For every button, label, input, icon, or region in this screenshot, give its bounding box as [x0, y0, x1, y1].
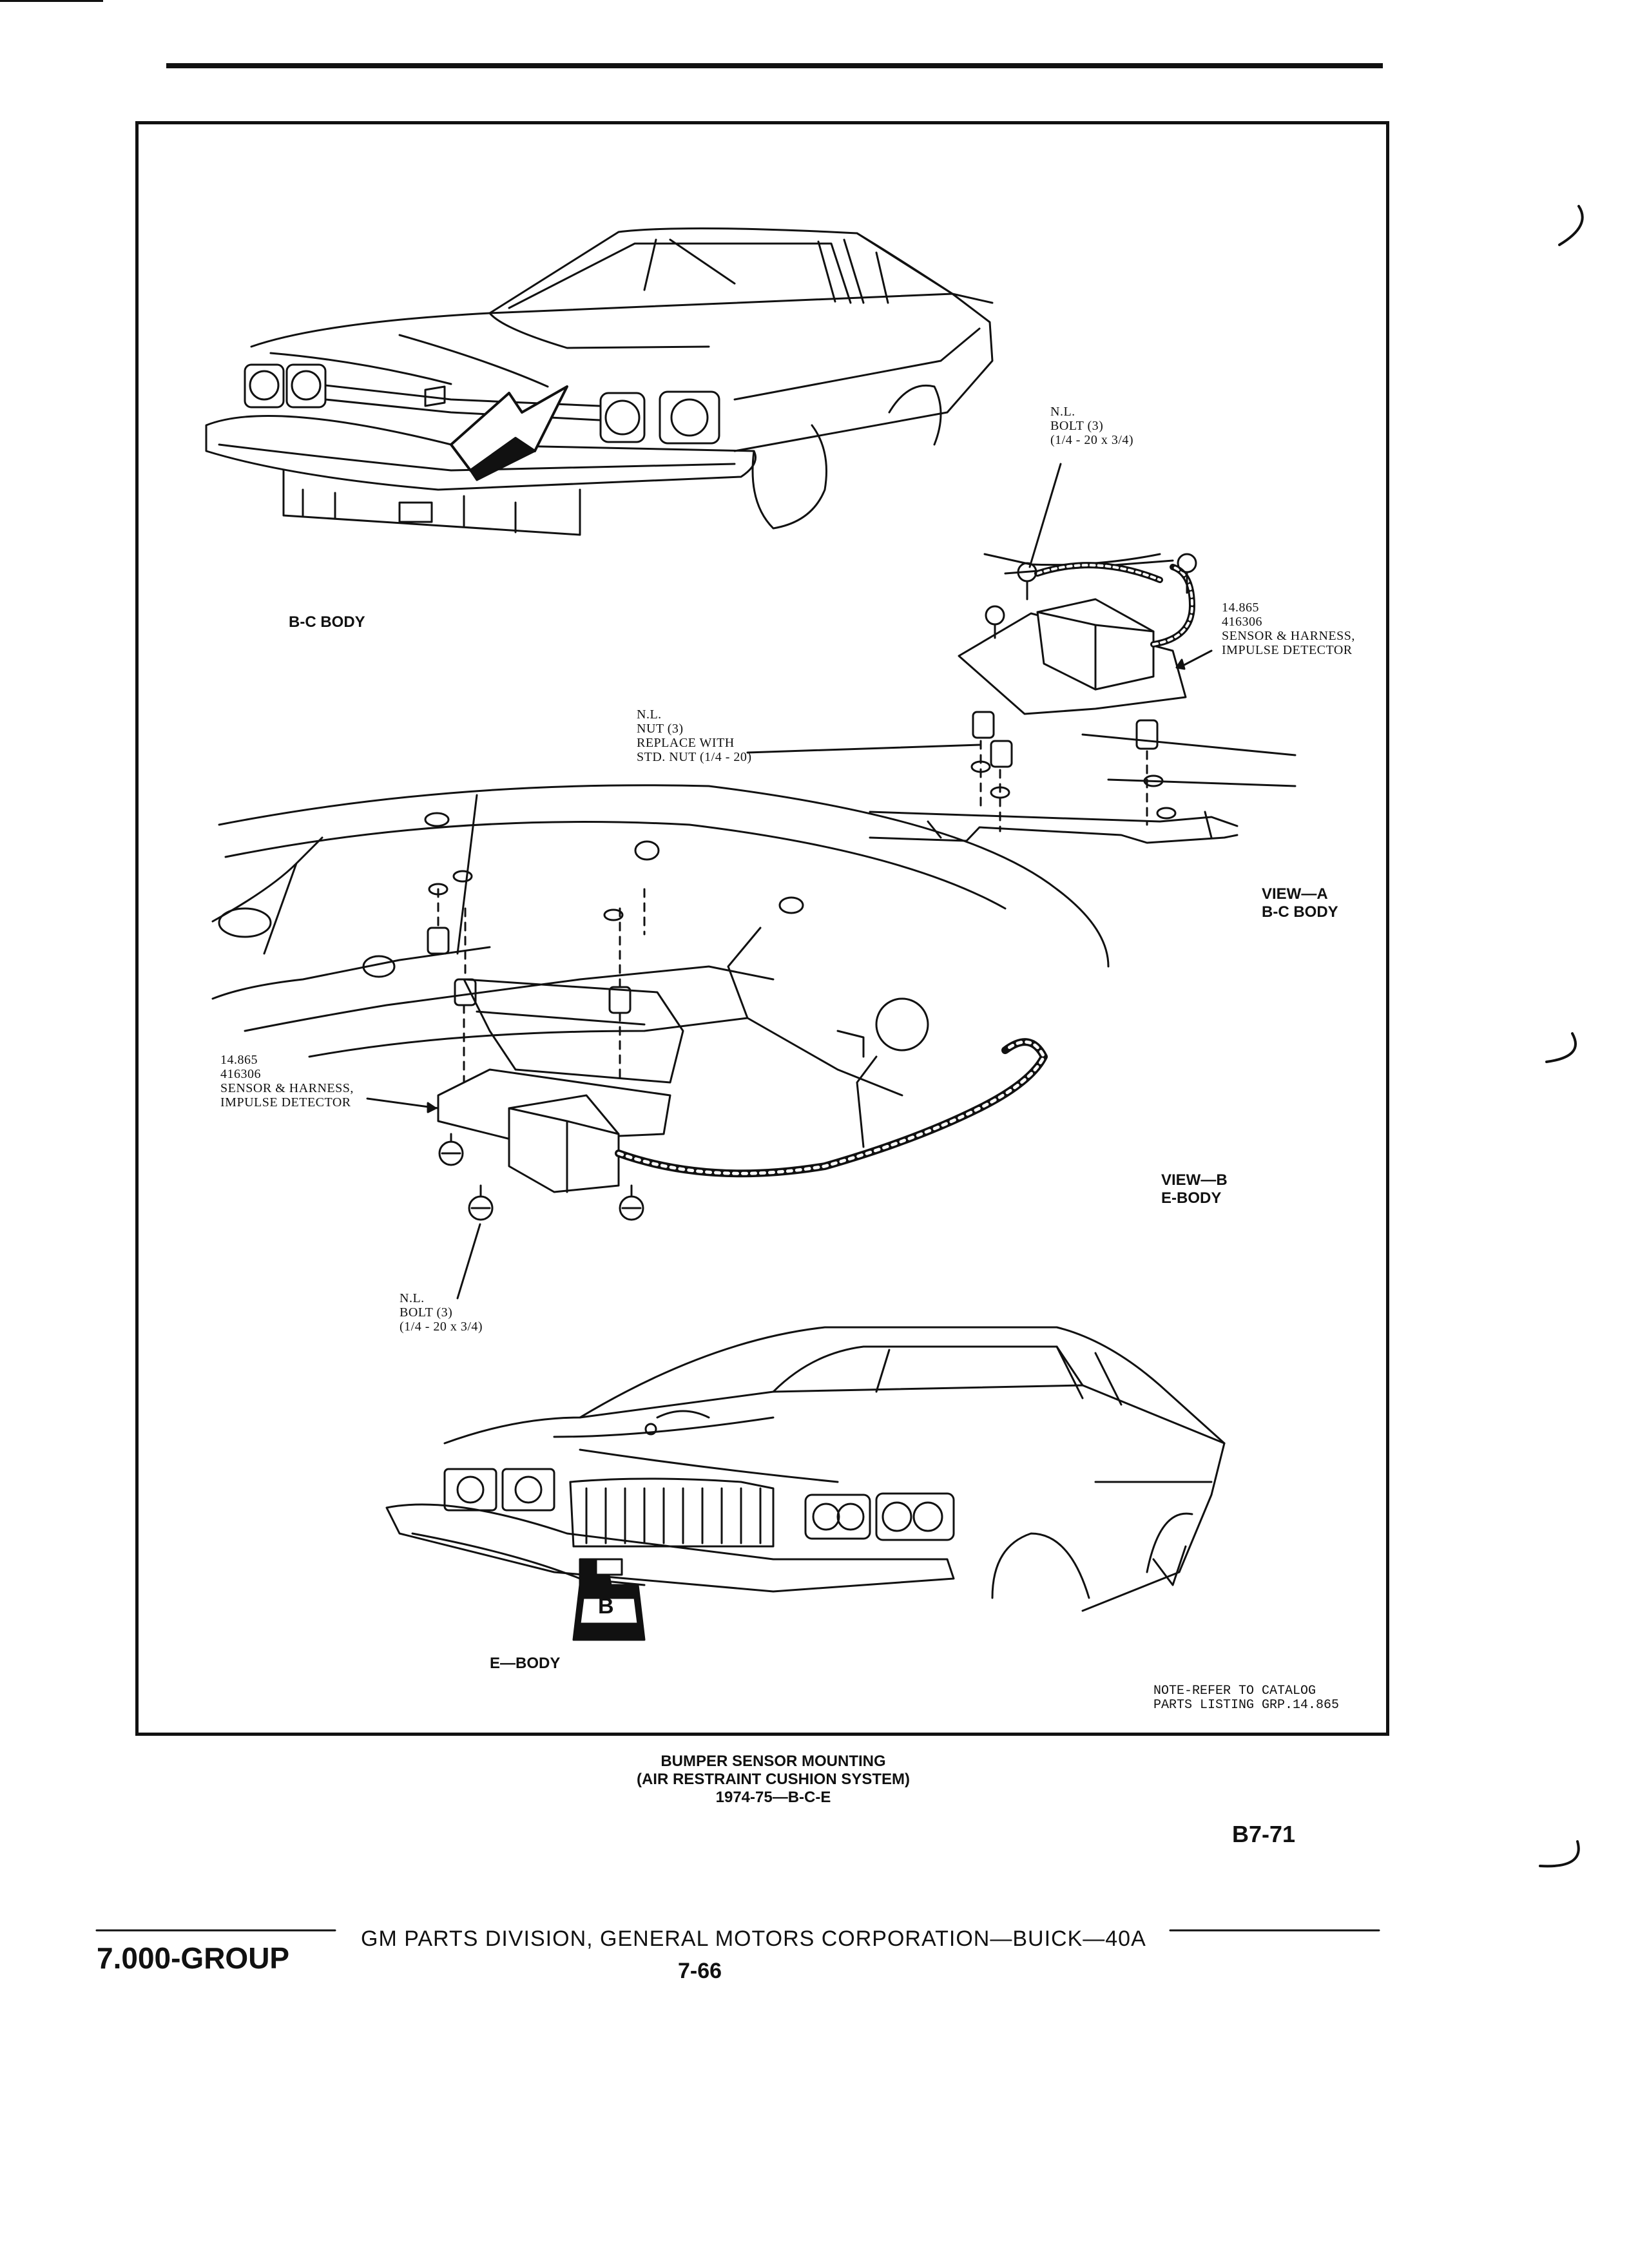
view-b-line2: E-BODY [1161, 1189, 1222, 1207]
margin-hole-mark [1545, 1032, 1577, 1063]
arrow-b-letter: B [598, 1594, 614, 1619]
caption-line-1: BUMPER SENSOR MOUNTING [660, 1753, 886, 1770]
view-a-line1: VIEW—A [1262, 885, 1328, 903]
callout-bolt-top: N.L. BOLT (3) (1/4 - 20 x 3/4) [1050, 405, 1134, 447]
figure-frame [135, 121, 1389, 1736]
footer-page-number: 7-66 [678, 1959, 722, 1983]
catalog-note: NOTE-REFER TO CATALOG PARTS LISTING GRP.… [1153, 1684, 1340, 1713]
callout-sensor-left: 14.865 416306 SENSOR & HARNESS, IMPULSE … [220, 1053, 354, 1110]
view-a-sensor-detail [869, 463, 1296, 844]
bc-body-car-drawing [205, 227, 994, 536]
figure-caption: BUMPER SENSOR MOUNTING (AIR RESTRAINT CU… [567, 1753, 979, 1807]
footer-group: 7.000-GROUP [97, 1941, 290, 1975]
view-b-line1: VIEW—B [1161, 1171, 1228, 1189]
callout-sensor-top: 14.865 416306 SENSOR & HARNESS, IMPULSE … [1222, 601, 1355, 657]
e-body-label: E—BODY [490, 1655, 561, 1672]
footer-division: GM PARTS DIVISION, GENERAL MOTORS CORPOR… [361, 1927, 1146, 1951]
callout-bolt-bottom: N.L. BOLT (3) (1/4 - 20 x 3/4) [400, 1291, 483, 1334]
header-rule [166, 63, 1383, 68]
margin-hole-mark [1539, 1840, 1580, 1868]
caption-line-2: (AIR RESTRAINT CUSHION SYSTEM) [636, 1771, 910, 1788]
caption-line-3: 1974-75—B-C-E [715, 1789, 831, 1806]
view-b-sensor-detail [211, 744, 1110, 1300]
view-a-line2: B-C BODY [1262, 903, 1338, 921]
view-b-title: VIEW—B E-BODY [1161, 1171, 1228, 1207]
e-body-car-drawing [385, 1326, 1226, 1641]
bc-body-label: B-C BODY [289, 613, 365, 631]
callout-nut: N.L. NUT (3) REPLACE WITH STD. NUT (1/4 … [637, 707, 752, 764]
corner-mark [0, 0, 103, 2]
margin-hole-mark [1558, 205, 1584, 246]
page-reference: B7-71 [1232, 1821, 1296, 1847]
view-a-title: VIEW—A B-C BODY [1262, 885, 1338, 921]
